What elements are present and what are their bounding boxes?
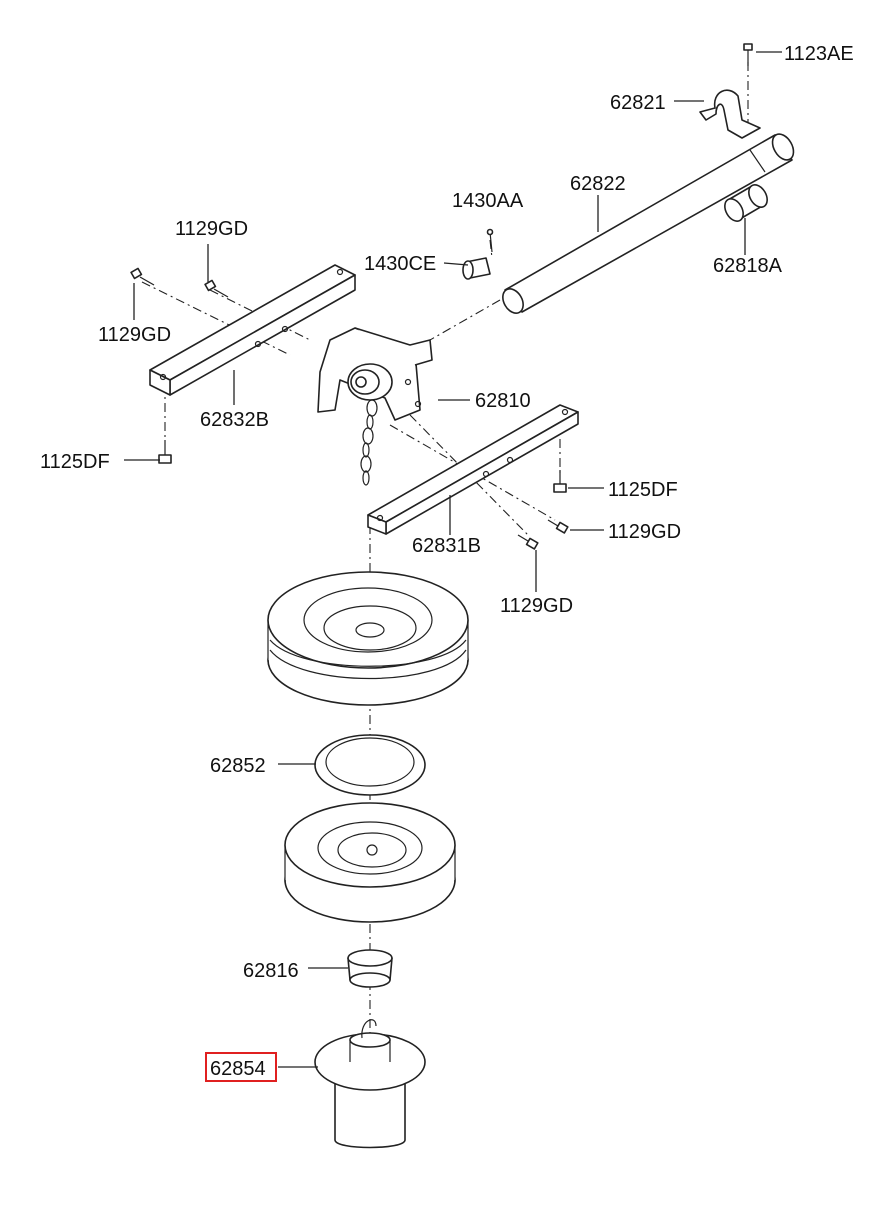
- leader-lines: [124, 51, 782, 1068]
- label-62854[interactable]: 62854: [210, 1058, 266, 1080]
- highlight-box-62854: [205, 1052, 277, 1082]
- label-1123AE[interactable]: 1123AE: [784, 43, 854, 65]
- label-1430CE[interactable]: 1430CE: [364, 253, 436, 275]
- part-1430CE-clevis-pin: [462, 257, 491, 280]
- part-1123AE-bolt: [743, 43, 753, 66]
- hoist-chain: [360, 399, 378, 486]
- label-1129GD-top[interactable]: 1129GD: [175, 218, 248, 240]
- label-62818A[interactable]: 62818A: [713, 255, 783, 277]
- label-1129GD-right[interactable]: 1129GD: [608, 521, 681, 543]
- part-62831B-crossmember: [367, 404, 579, 535]
- part-1430AA-pin: [486, 228, 494, 253]
- part-62818A-bushing: [724, 184, 768, 222]
- bolt-1125DF-right: [553, 470, 567, 493]
- bolts: [130, 267, 569, 550]
- label-1125DF-right[interactable]: 1125DF: [608, 479, 678, 501]
- bolt-1129GD-bottom: [517, 534, 539, 550]
- label-62832B[interactable]: 62832B: [200, 409, 269, 431]
- bolt-1129GD-top: [204, 279, 229, 298]
- part-62854-guide: [314, 1019, 426, 1149]
- label-1125DF-left[interactable]: 1125DF: [40, 451, 110, 473]
- part-wheel-lower: [284, 802, 456, 923]
- bolt-1129GD-left: [130, 267, 155, 286]
- label-62816[interactable]: 62816: [243, 960, 299, 982]
- bolt-1129GD-right: [547, 519, 569, 534]
- label-62810[interactable]: 62810: [475, 390, 531, 412]
- part-62822-tube: [502, 133, 795, 314]
- bolt-1125DF-left: [158, 440, 172, 464]
- part-62821-bracket: [699, 89, 761, 139]
- label-62852[interactable]: 62852: [210, 755, 266, 777]
- label-62821[interactable]: 62821: [610, 92, 666, 114]
- label-62831B[interactable]: 62831B: [412, 535, 481, 557]
- label-1129GD-bottom[interactable]: 1129GD: [500, 595, 573, 617]
- part-62852-ring: [314, 734, 426, 796]
- label-1129GD-left[interactable]: 1129GD: [98, 324, 171, 346]
- label-1430AA[interactable]: 1430AA: [452, 190, 524, 212]
- part-62816-retainer: [347, 949, 393, 988]
- label-62822[interactable]: 62822: [570, 173, 626, 195]
- part-62810-carrier: [317, 327, 433, 486]
- part-spare-tire-upper: [267, 571, 469, 706]
- part-labels: 1123AE 62821 62822 1430AA 62818A 1430CE …: [40, 43, 854, 1082]
- part-62832B-crossmember: [149, 264, 356, 396]
